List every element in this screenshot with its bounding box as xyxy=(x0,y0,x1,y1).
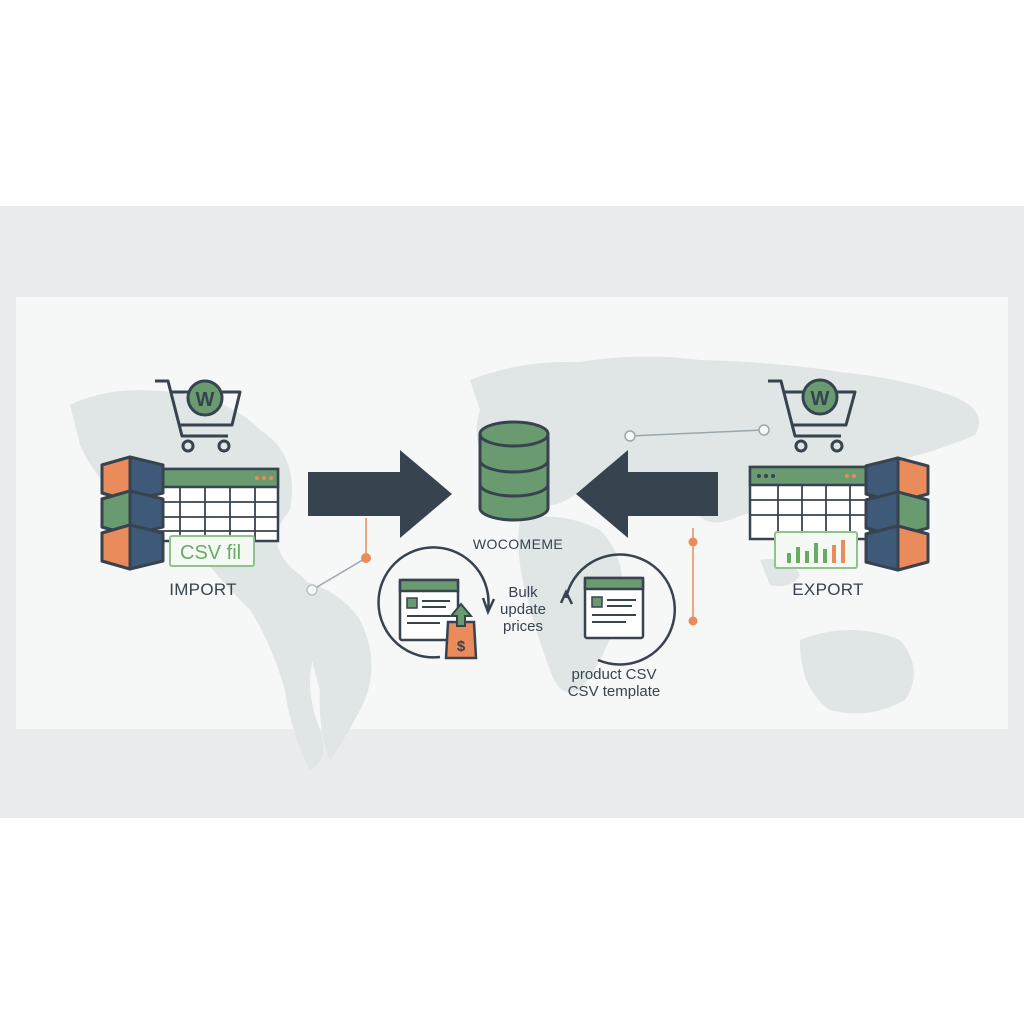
bulk-line-3: prices xyxy=(502,618,544,635)
spreadsheet-icon xyxy=(146,467,280,543)
bar-chart-icon xyxy=(774,531,858,569)
orange-dot xyxy=(688,537,698,547)
connector-lines xyxy=(311,429,765,591)
cube-stack-icon xyxy=(864,456,930,572)
connector-node xyxy=(306,584,318,596)
cart-badge xyxy=(186,379,224,417)
arrow-left-icon xyxy=(576,450,718,538)
export-label: EXPORT xyxy=(792,580,864,599)
connector-node xyxy=(758,424,770,436)
bulk-line-2: update xyxy=(500,601,546,618)
arrow-right-icon xyxy=(308,450,452,538)
bulk-update-label: Bulk update prices xyxy=(500,584,546,635)
orange-dot xyxy=(688,616,698,626)
center-label: WOCOMEME xyxy=(472,536,564,552)
bulk-line-1: Bulk xyxy=(508,584,538,601)
cart-badge-text: W xyxy=(196,389,215,411)
cycle-arrow-icon xyxy=(559,553,677,666)
browser-window-icon xyxy=(583,576,645,640)
spreadsheet-icon xyxy=(748,465,872,541)
orange-dot xyxy=(361,553,371,563)
database-icon xyxy=(478,420,550,522)
product-line-1: product CSV xyxy=(571,666,657,683)
import-label: IMPORT xyxy=(169,580,237,599)
product-line-2: CSV template xyxy=(567,683,661,700)
csv-file-tag: CSV fil xyxy=(169,535,255,567)
price-tag-icon: $ xyxy=(444,602,478,660)
product-csv-label: product CSV CSV template xyxy=(568,666,661,700)
connector-node xyxy=(624,430,636,442)
price-symbol: $ xyxy=(457,638,466,655)
cart-badge-text: W xyxy=(811,388,830,410)
cart-badge xyxy=(801,378,839,416)
cycle-arrow-icon xyxy=(377,546,496,659)
cube-stack-icon xyxy=(100,455,165,571)
